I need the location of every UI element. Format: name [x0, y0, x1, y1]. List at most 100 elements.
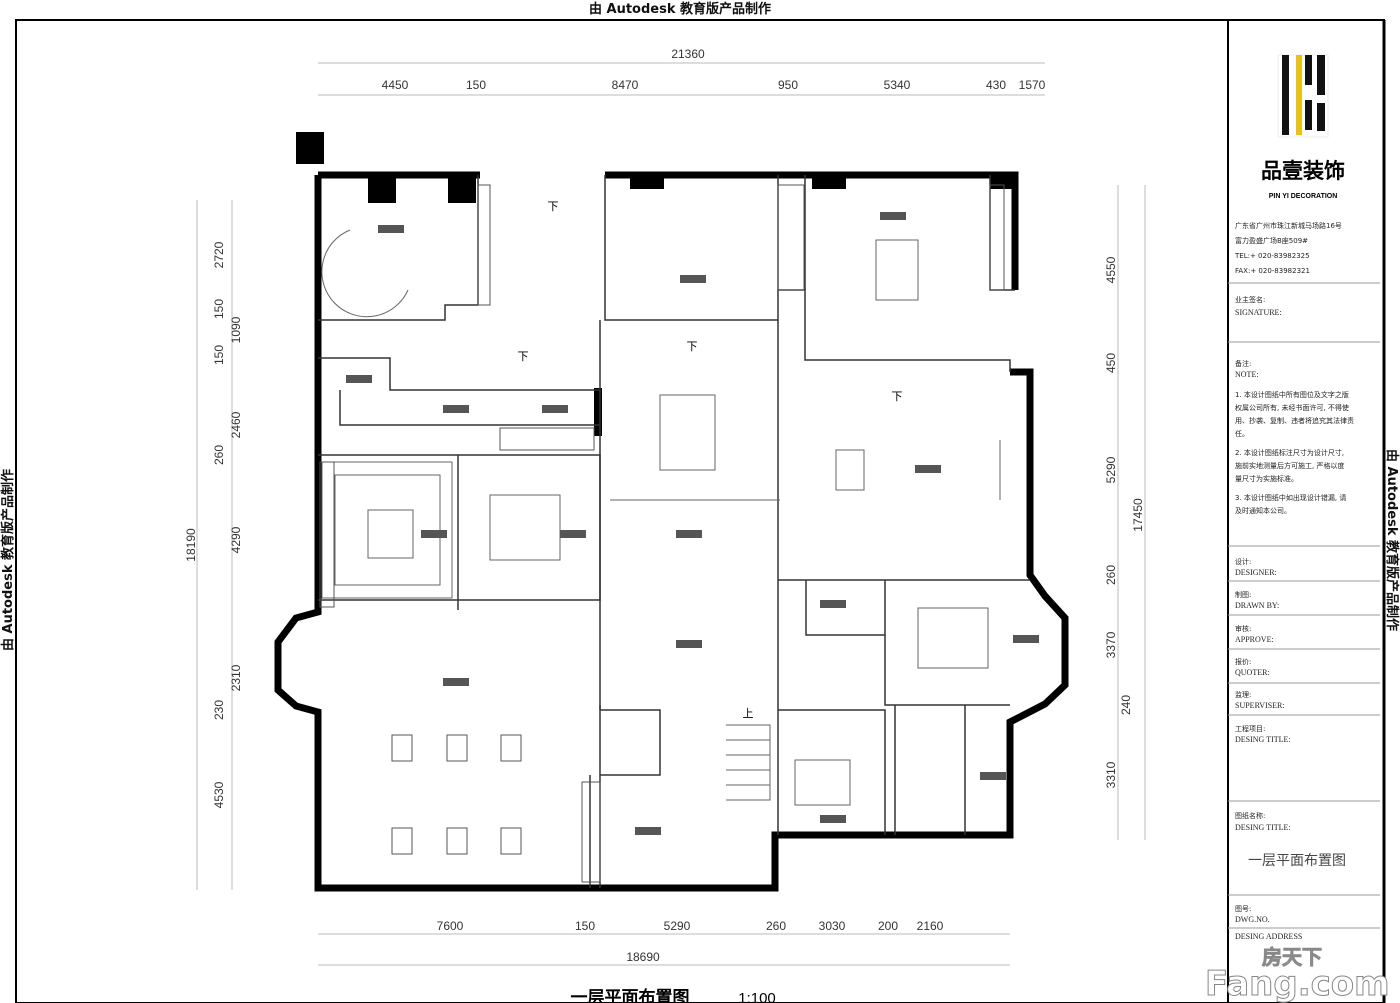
note-line: 及时通知本公司。	[1235, 506, 1291, 515]
left-dimensions: 18190 2720 150 1090 150 2460 260 4290 23…	[184, 200, 243, 890]
field-label: 设计:	[1235, 557, 1251, 566]
dim-top: 950	[778, 78, 798, 92]
top-dimensions: 21360 4450 150 8470 950 5340 430 1570	[318, 47, 1046, 96]
note-line: 施前实地测量后方可施工, 严格以度	[1235, 461, 1344, 470]
dim-left: 230	[212, 700, 226, 720]
dim-right: 240	[1119, 695, 1133, 715]
stair-down-label: 下	[892, 391, 903, 403]
title-block: 品壹装饰 PIN YI DECORATION 广东省广州市珠江新城马场路16号 …	[1228, 54, 1380, 941]
dim-left: 2310	[229, 664, 243, 691]
dim-top: 8470	[612, 78, 639, 92]
dim-left: 150	[212, 299, 226, 319]
drawing-name-label: 图纸名称:	[1235, 811, 1265, 820]
note-line: 1. 本设计图纸中所有图位及文字之版	[1235, 390, 1349, 399]
field-label: 制图:	[1235, 590, 1251, 599]
dim-left: 4530	[212, 781, 226, 808]
fang-watermark-cn: 房天下	[1262, 945, 1322, 969]
dim-right: 4550	[1104, 256, 1118, 283]
field-label: 报价:	[1235, 657, 1251, 666]
signature-label: 业主签名:	[1235, 295, 1265, 304]
autodesk-watermark-top: 由 Autodesk 教育版产品制作	[589, 1, 771, 17]
right-dimensions: 17450 4550 450 5290 260 3370 240 3310	[1104, 185, 1146, 840]
stair-down-label: 下	[518, 351, 529, 363]
interior-walls: 下 下 下 下 上	[318, 175, 1039, 888]
dim-right-total: 17450	[1131, 498, 1145, 532]
dim-right: 5290	[1104, 456, 1118, 483]
stair-down-label: 下	[548, 201, 559, 213]
dim-top-total: 21360	[671, 47, 705, 61]
dim-bottom: 260	[766, 919, 786, 933]
field-label-en: QUOTER:	[1235, 668, 1270, 677]
company-logo	[1277, 54, 1329, 138]
fang-watermark-en: Fang.com	[1205, 964, 1390, 1003]
dim-left: 1090	[229, 316, 243, 343]
notes: 1. 本设计图纸中所有图位及文字之版 权属公司所有, 未经书面许可, 不得使 用…	[1235, 390, 1354, 515]
tables	[391, 734, 522, 855]
field-label: 监理:	[1235, 690, 1251, 699]
dim-bottom: 5290	[664, 919, 691, 933]
signature-label-en: SIGNATURE:	[1235, 308, 1282, 317]
fang-watermark: 房天下 Fang.com	[1205, 945, 1391, 1003]
field-label: 审核:	[1235, 624, 1251, 633]
dim-left: 150	[212, 345, 226, 365]
drawing-name-value: 一层平面布置图	[1248, 853, 1346, 869]
company-name-cn: 品壹装饰	[1261, 159, 1345, 183]
field-label: 工程项目:	[1235, 724, 1265, 733]
bottom-dimensions: 7600 150 5290 260 3030 200 2160 18690	[318, 919, 1010, 966]
address-label-en: DESING ADDRESS	[1235, 932, 1302, 941]
stair-down-label: 下	[687, 341, 698, 353]
stair-up-label: 上	[743, 707, 754, 720]
dim-right: 3370	[1104, 631, 1118, 658]
room-tags	[346, 212, 1039, 835]
field-label-en: APPROVE:	[1235, 635, 1274, 644]
company-name-en: PIN YI DECORATION	[1269, 193, 1338, 200]
drawing-name-label-en: DESING TITLE:	[1235, 823, 1291, 832]
address-line: 广东省广州市珠江新城马场路16号	[1235, 221, 1342, 230]
dim-bottom: 150	[575, 919, 595, 933]
dim-left: 2460	[229, 411, 243, 438]
dim-top: 5340	[884, 78, 911, 92]
field-label-en: DESIGNER:	[1235, 568, 1277, 577]
field-label-en: DRAWN BY:	[1235, 601, 1279, 610]
staircase	[726, 724, 771, 801]
dim-left-total: 18190	[184, 528, 198, 562]
address-line: 富力盈盛广场B座509#	[1235, 236, 1308, 245]
drawing-scale: 1:100	[738, 990, 776, 1003]
note-line: 任。	[1235, 429, 1249, 438]
dim-bottom-total: 18690	[626, 950, 660, 964]
autodesk-watermark-right: 由 Autodesk 教育版产品制作	[1384, 449, 1400, 631]
fax: FAX:+ 020-83982321	[1235, 267, 1310, 275]
tel: TEL:+ 020-83982325	[1234, 252, 1310, 260]
note-line: 3. 本设计图纸中如出现设计错漏, 请	[1235, 493, 1346, 502]
dim-top: 430	[986, 78, 1006, 92]
note-line: 2. 本设计图纸标注尺寸为设计尺寸,	[1235, 448, 1344, 457]
dim-right: 450	[1104, 353, 1118, 373]
dim-left: 2720	[212, 241, 226, 268]
dim-bottom: 3030	[819, 919, 846, 933]
note-line: 权属公司所有, 未经书面许可, 不得使	[1235, 403, 1349, 412]
note-label: 备注:	[1235, 359, 1251, 368]
dim-right: 3310	[1104, 761, 1118, 788]
sheet-border	[15, 19, 1385, 1003]
dwg-no-label-en: DWG.NO.	[1235, 915, 1270, 924]
autodesk-watermark-left: 由 Autodesk 教育版产品制作	[0, 469, 16, 651]
signoff-fields: 设计: DESIGNER: 制图: DRAWN BY: 审核: APPROVE: 报价…	[1228, 557, 1380, 744]
note-label-en: NOTE:	[1235, 370, 1259, 379]
dim-bottom: 200	[878, 919, 898, 933]
dim-top: 1570	[1019, 78, 1046, 92]
dim-left: 260	[212, 445, 226, 465]
dim-bottom: 2160	[917, 919, 944, 933]
dwg-no-label: 图号:	[1235, 905, 1251, 913]
note-line: 量尺寸为实施标准。	[1235, 474, 1298, 483]
window-hatch	[319, 184, 1005, 883]
drawing-title: 一层平面布置图	[571, 987, 690, 1003]
exterior-walls	[274, 132, 1069, 892]
dim-left: 4290	[229, 526, 243, 553]
dim-bottom: 7600	[437, 919, 464, 933]
dim-right: 260	[1104, 565, 1118, 585]
field-label-en: DESING TITLE:	[1235, 735, 1291, 744]
dim-top: 4450	[382, 78, 409, 92]
field-label-en: SUPERVISER:	[1235, 701, 1285, 710]
note-line: 用、抄袭、复制、违者将追究其法律责	[1235, 416, 1354, 425]
